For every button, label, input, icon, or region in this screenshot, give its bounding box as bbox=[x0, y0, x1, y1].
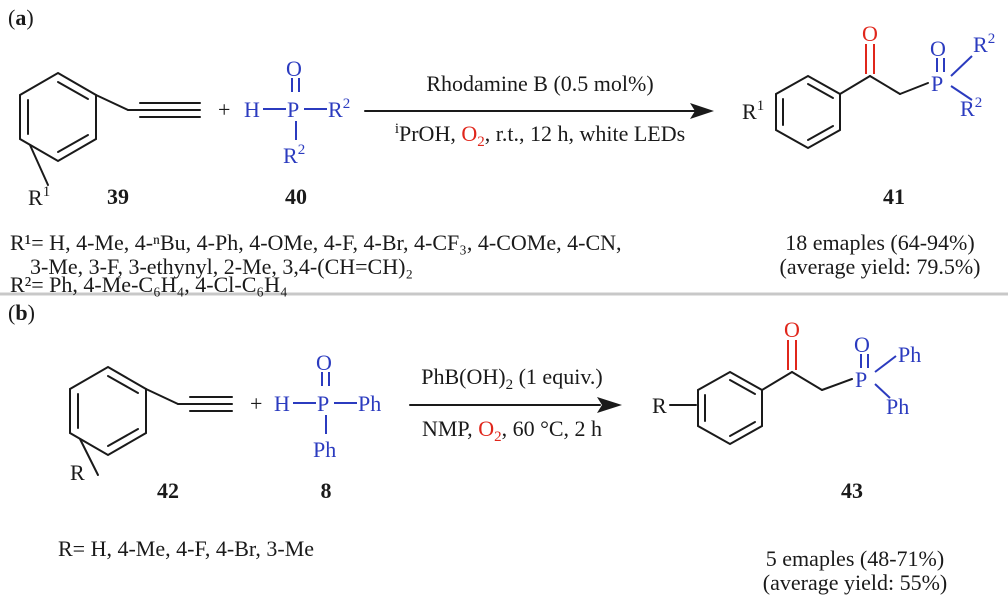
r1-substituent-39: R1 bbox=[28, 184, 50, 210]
panel-b-label: (b) bbox=[8, 300, 35, 325]
svg-text:O: O bbox=[316, 350, 332, 375]
compound-39-label: 39 bbox=[107, 184, 129, 209]
svg-text:Ph: Ph bbox=[313, 437, 336, 462]
compound-40-label: 40 bbox=[285, 184, 307, 209]
svg-text:R: R bbox=[652, 393, 667, 418]
examples-b: 5 emaples (48-71%) bbox=[765, 546, 945, 571]
r2-scope: R²= Ph, 4-Me-C₆H₄, 4-Cl-C₆H₄ bbox=[10, 272, 288, 297]
svg-text:O: O bbox=[862, 21, 878, 46]
panel-a-label: (a) bbox=[8, 5, 34, 30]
svg-text:Ph: Ph bbox=[898, 342, 921, 367]
svg-text:O: O bbox=[784, 317, 800, 342]
svg-text:O: O bbox=[854, 332, 870, 357]
svg-text:Ph: Ph bbox=[886, 394, 909, 419]
svg-text:R1: R1 bbox=[742, 98, 764, 124]
svg-text:R2: R2 bbox=[960, 95, 982, 121]
svg-text:R2: R2 bbox=[973, 31, 995, 57]
reaction-arrow-a bbox=[364, 103, 714, 119]
benzene-ring-39 bbox=[19, 71, 97, 186]
reagent-phenylboronic-acid: PhB(OH)2 (1 equiv.) bbox=[421, 364, 602, 393]
alkyne-bond-39 bbox=[95, 94, 201, 118]
examples-a: 18 emaples (64-94%) bbox=[785, 230, 975, 255]
svg-text:H: H bbox=[244, 97, 260, 122]
reaction-arrow-b bbox=[409, 397, 622, 413]
phosphine-oxide-40: H P R2 O R2 bbox=[244, 56, 350, 168]
phosphine-oxide-8: H P Ph O Ph bbox=[274, 350, 381, 462]
compound-41-label: 41 bbox=[883, 184, 905, 209]
svg-text:P: P bbox=[855, 367, 867, 392]
svg-text:O: O bbox=[286, 56, 302, 81]
r-scope-b: R= H, 4-Me, 4-F, 4-Br, 3-Me bbox=[58, 536, 315, 561]
svg-text:R2: R2 bbox=[283, 142, 305, 168]
compound-42-label: 42 bbox=[157, 478, 179, 503]
reagent-rhodamine: Rhodamine B (0.5 mol%) bbox=[426, 71, 653, 96]
r-substituent-42: R bbox=[70, 460, 85, 485]
svg-text:O: O bbox=[930, 36, 946, 61]
svg-text:P: P bbox=[931, 71, 943, 96]
average-yield-b: (average yield: 55%) bbox=[762, 570, 948, 595]
svg-text:P: P bbox=[287, 97, 299, 122]
average-yield-a: (average yield: 79.5%) bbox=[779, 254, 981, 279]
compound-8-label: 8 bbox=[321, 478, 332, 503]
conditions-a: iPrOH, O2, r.t., 12 h, white LEDs bbox=[395, 121, 685, 150]
product-41: R1 O P O R2 R2 bbox=[742, 21, 995, 150]
r1-scope-line1: R¹= H, 4-Me, 4-ⁿBu, 4-Ph, 4-OMe, 4-F, 4-… bbox=[10, 230, 622, 255]
benzene-ring-42 bbox=[69, 365, 147, 476]
svg-text:P: P bbox=[317, 391, 329, 416]
compound-43-label: 43 bbox=[841, 478, 863, 503]
alkyne-bond-42 bbox=[145, 388, 233, 412]
r1-scope-line2: 3-Me, 3-F, 3-ethynyl, 2-Me, 3,4-(CH=CH)₂ bbox=[30, 254, 414, 279]
svg-text:Ph: Ph bbox=[358, 391, 381, 416]
svg-text:R2: R2 bbox=[328, 96, 350, 122]
svg-text:H: H bbox=[274, 391, 290, 416]
plus-sign-a: + bbox=[218, 97, 230, 122]
plus-sign-b: + bbox=[250, 391, 262, 416]
product-43: R O P O Ph Ph bbox=[652, 317, 921, 446]
conditions-b: NMP, O2, 60 °C, 2 h bbox=[422, 416, 602, 445]
